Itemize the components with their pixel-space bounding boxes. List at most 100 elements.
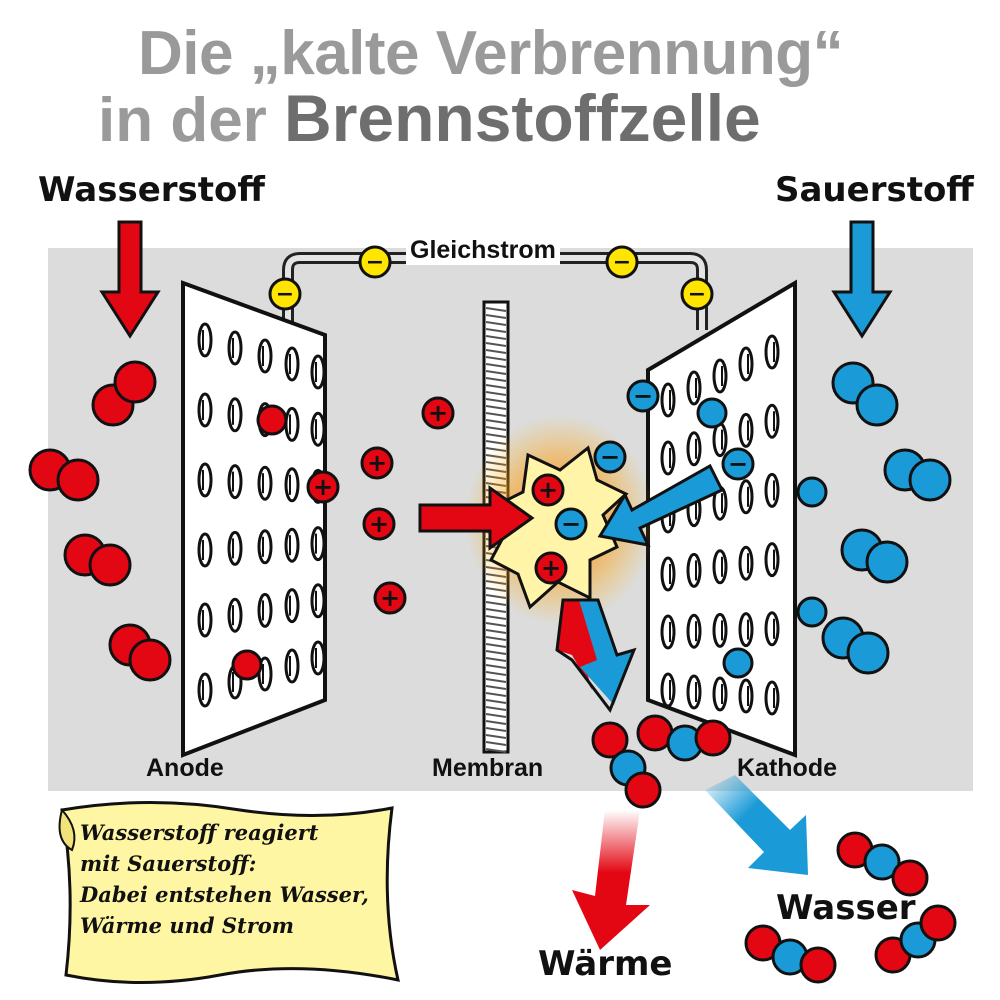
anode-hole [197,672,213,708]
circuit-electron: − [680,277,714,311]
proton-flow-arrow [418,485,535,551]
anode-hole [284,648,300,684]
heat-output-arrow [572,810,650,950]
cathode-hole [686,613,702,649]
cathode-hole [660,614,676,650]
molecule [831,361,899,427]
anode-hole [227,330,243,366]
electron-symbol: − [366,250,384,275]
molecules-layer [28,360,957,984]
hydrogen-atom [231,649,263,681]
oxygen-atom [796,476,828,508]
cathode-hole [660,672,676,708]
electron-symbol: − [688,282,706,307]
electron-ion: − [721,447,755,481]
proton: + [531,473,565,507]
hydrogen-atom [256,404,288,436]
anode-label: Anode [146,754,224,782]
note-paper [60,801,400,984]
oxygen-input-arrow [831,220,893,339]
ion-symbol: − [633,382,653,410]
cathode-hole [686,431,702,467]
anode-hole [227,397,243,433]
oxygen-atom [722,647,754,679]
anode-hole [197,602,213,638]
ion-symbol: + [313,473,333,501]
proton: + [421,396,455,430]
anode-hole [310,583,326,619]
molecule [108,623,172,682]
molecule [821,616,890,675]
product-arrow-outline [555,598,637,714]
anode-hole [310,526,326,562]
ion-symbol: − [561,510,581,538]
note-line: mit Sauerstoff: [80,851,257,876]
cathode-hole [764,334,780,370]
anode-plate [181,280,327,758]
title-line-1: Die „kalte Verbrennung“ [138,19,844,88]
cathode-hole [686,674,702,710]
cathode-hole [712,612,728,648]
anode-hole [227,464,243,500]
cathode-hole [686,370,702,406]
cathode-hole [764,680,780,716]
oxygen-atom [796,596,828,628]
ion-symbol: + [428,399,448,427]
ion-symbol: + [367,449,387,477]
cathode-hole [738,545,754,581]
cathode-hole [712,676,728,712]
ion-symbol: − [728,450,748,478]
anode-hole [197,322,213,358]
proton: + [362,507,396,541]
note-line: Wärme und Strom [80,913,295,938]
hydrogen-input-label: Wasserstoff [38,170,265,210]
electron-ion: − [626,379,660,413]
cathode-hole [764,611,780,647]
anode-hole [284,346,300,382]
anode-hole [284,406,300,442]
electron-symbol: − [276,282,294,307]
oxygen-atom [696,397,728,429]
note-line: Dabei entstehen Wasser, [80,882,369,907]
molecule [28,448,100,502]
anode-hole [310,640,326,676]
anode-hole [227,597,243,633]
cathode-hole [712,358,728,394]
circuit-electron: − [358,245,392,279]
note-line: Wasserstoff reagiert [80,820,319,845]
proton: + [534,551,568,585]
cathode-hole [660,440,676,476]
molecule [883,448,952,502]
molecule [91,360,157,427]
electron-symbol: − [613,250,631,275]
water-output-arrow [705,775,808,875]
electron-ion: − [593,440,627,474]
product-arrow-blue-half [579,600,634,705]
cathode-hole [764,403,780,439]
cathode-label: Kathode [737,754,837,782]
electron-ion: − [554,507,588,541]
cathode-hole [660,382,676,418]
anode-hole [284,467,300,503]
cathode-hole [738,479,754,515]
anode-hole [257,529,273,565]
water-molecule [636,714,732,762]
ion-symbol: + [380,584,400,612]
water-output-label: Wasser [776,888,916,928]
cathode-hole [764,542,780,578]
cathode-hole [712,549,728,585]
ion-symbol: − [600,443,620,471]
ions-layer: + + + + + + + − − − − [306,379,755,615]
product-arrow-red-half [557,600,600,690]
title-prefix: in der [98,86,285,155]
circuit-electron: − [268,277,302,311]
electrons-layer: − − − − [268,245,714,311]
proton: + [306,470,340,504]
anode-hole [197,392,213,428]
molecule [840,528,909,584]
direct-current-label: Gleichstrom [406,236,560,265]
anode-hole [197,462,213,498]
title-emphasis: Brennstoffzelle [284,81,761,155]
water-molecule [836,831,929,897]
